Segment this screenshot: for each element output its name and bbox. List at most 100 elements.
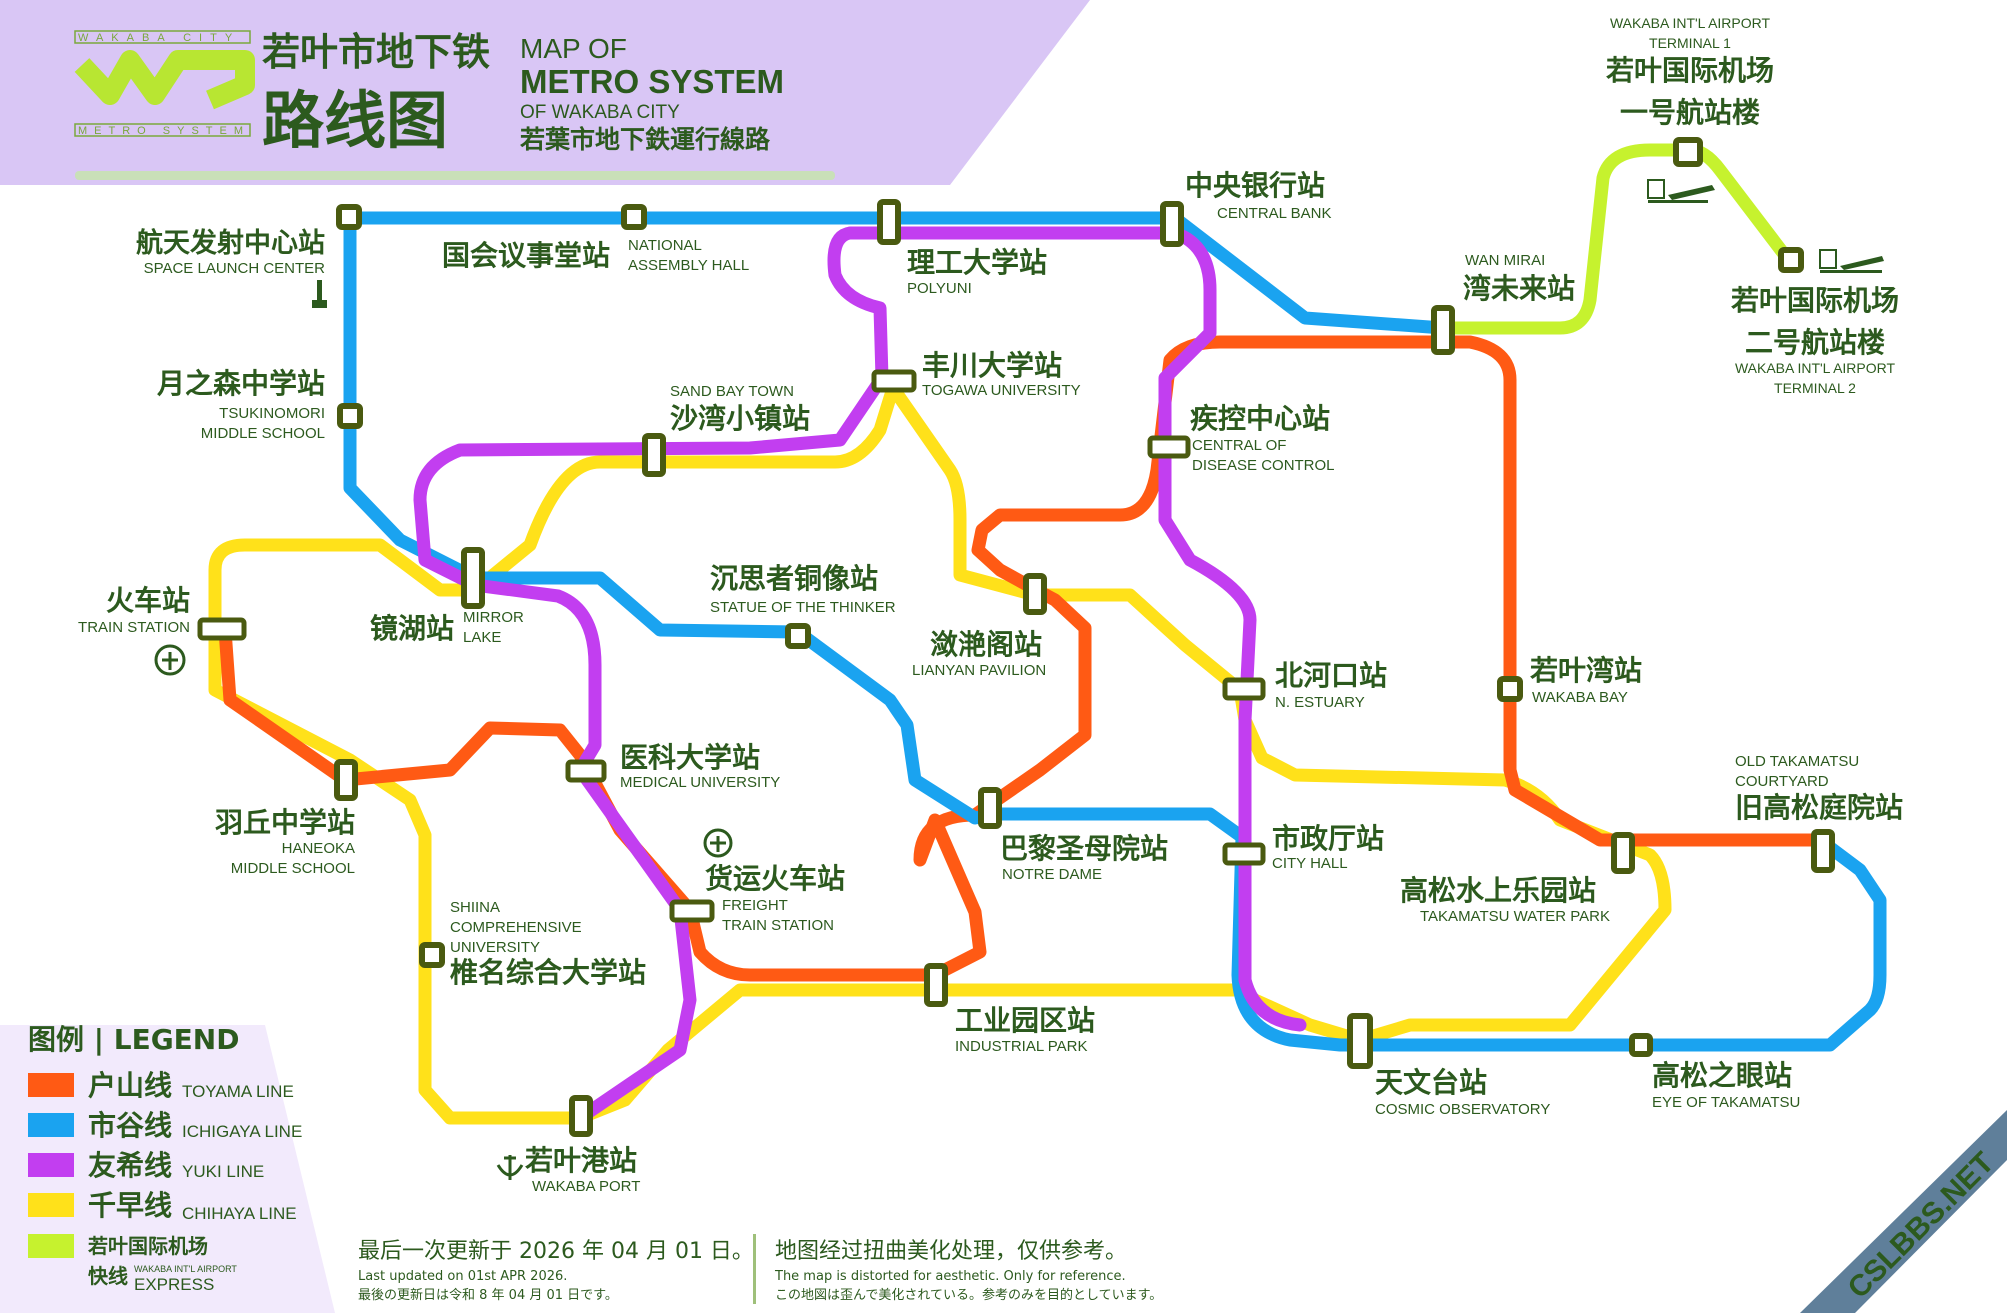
label-cityhall-en: CITY HALL — [1272, 855, 1348, 872]
stn-courtyard-marker[interactable] — [1811, 829, 1835, 873]
label-eye-zh: 高松之眼站 — [1652, 1059, 1792, 1092]
label-train-zh: 火车站 — [106, 584, 190, 617]
label-airport1-zh2: 一号航站楼 — [1620, 96, 1760, 129]
stn-airport1-marker[interactable] — [1673, 137, 1703, 167]
label-airport2-en2: TERMINAL 2 — [1774, 380, 1856, 396]
legend-label-chihaya-zh: 千早线 — [88, 1189, 172, 1222]
stn-waterpark-marker[interactable] — [1611, 832, 1635, 874]
label-freight-en1: FREIGHT — [722, 897, 788, 914]
label-airport1-en1: WAKABA INT'L AIRPORT — [1610, 15, 1771, 31]
footer-updated-zh: 最后一次更新于 2026 年 04 月 01 日。 — [358, 1239, 754, 1264]
label-waterpark-zh: 高松水上乐园站 — [1400, 874, 1596, 907]
label-train-en: TRAIN STATION — [78, 619, 190, 636]
label-space-zh: 航天发射中心站 — [136, 227, 325, 259]
stn-observatory-marker[interactable] — [1347, 1013, 1373, 1069]
title-zh-line2: 路线图 — [262, 84, 448, 157]
stn-medical-marker[interactable] — [565, 759, 607, 783]
legend-title: 图例 | LEGEND — [28, 1023, 239, 1056]
route-airport-express — [1436, 143, 1797, 335]
stn-togawa-marker[interactable] — [871, 369, 917, 393]
footer-divider — [753, 1234, 756, 1304]
stn-tsukinomori-marker[interactable] — [337, 403, 363, 429]
legend-label-ichigaya-en: ICHIGAYA LINE — [182, 1122, 302, 1141]
footer-updated-ja: 最後の更新日は令和 8 年 04 月 01 日です。 — [358, 1287, 618, 1303]
label-assembly-en1: NATIONAL — [628, 237, 702, 254]
label-tsukinomori-en1: TSUKINOMORI — [219, 405, 325, 422]
logo-bottom-text: METRO SYSTEM — [78, 125, 250, 137]
label-haneoka-zh: 羽丘中学站 — [215, 806, 355, 839]
stn-sandbay-marker[interactable] — [642, 433, 666, 477]
stn-nestuary-marker[interactable] — [1222, 677, 1266, 701]
anchor-icon — [496, 1155, 524, 1180]
stn-industrial-marker[interactable] — [924, 963, 948, 1007]
label-nestuary-en: N. ESTUARY — [1275, 694, 1365, 711]
label-cityhall-zh: 市政厅站 — [1272, 822, 1384, 855]
label-port-zh: 若叶港站 — [525, 1144, 637, 1177]
stn-train-marker[interactable] — [197, 617, 247, 641]
label-airport1-zh1: 若叶国际机场 — [1606, 54, 1774, 87]
label-freight-zh: 货运火车站 — [705, 862, 845, 895]
stn-thinker-marker[interactable] — [785, 623, 811, 649]
route-yuki — [413, 226, 1307, 1125]
label-wanmirai-zh: 湾未来站 — [1463, 272, 1575, 305]
label-bank-zh: 中央银行站 — [1185, 169, 1325, 202]
label-airport2-zh2: 二号航站楼 — [1745, 326, 1885, 359]
label-haneoka-en1: HANEOKA — [282, 840, 355, 857]
label-wanmirai-en: WAN MIRAI — [1465, 252, 1545, 269]
stn-cdc-marker[interactable] — [1147, 435, 1191, 459]
label-wakababay-en: WAKABA BAY — [1532, 689, 1628, 706]
freight-train-icon — [703, 828, 733, 858]
stn-haneoka-marker[interactable] — [334, 759, 358, 801]
stn-eye-marker[interactable] — [1629, 1033, 1653, 1057]
label-cdc-en2: DISEASE CONTROL — [1192, 457, 1335, 474]
legend-swatch-ichigaya — [28, 1113, 74, 1137]
legend-swatch-toyama — [28, 1073, 74, 1097]
label-space-en: SPACE LAUNCH CENTER — [144, 260, 326, 277]
label-medical-zh: 医科大学站 — [620, 741, 760, 774]
label-lianyan-en: LIANYAN PAVILION — [912, 662, 1046, 679]
label-airport2-en1: WAKABA INT'L AIRPORT — [1735, 360, 1896, 376]
station-labels: 航天发射中心站 SPACE LAUNCH CENTER 国会议事堂站 NATIO… — [78, 15, 1903, 1195]
label-eye-en: EYE OF TAKAMATSU — [1652, 1094, 1800, 1111]
legend-label-yuki-zh: 友希线 — [88, 1149, 172, 1182]
city-logo: WAKABA CITY METRO SYSTEM — [74, 30, 255, 137]
label-medical-en: MEDICAL UNIVERSITY — [620, 774, 780, 791]
label-sandbay-zh: 沙湾小镇站 — [670, 402, 810, 435]
stn-port-marker[interactable] — [569, 1095, 593, 1137]
label-cdc-en1: CENTRAL OF — [1192, 437, 1286, 454]
label-thinker-zh: 沉思者铜像站 — [710, 562, 878, 595]
legend-swatch-airport — [28, 1234, 74, 1258]
stn-mirror-marker[interactable] — [461, 547, 485, 609]
legend-label-toyama-zh: 户山线 — [88, 1069, 172, 1102]
label-tsukinomori-zh: 月之森中学站 — [156, 367, 325, 400]
stn-freight-marker[interactable] — [669, 899, 715, 923]
legend-swatch-yuki — [28, 1153, 74, 1177]
label-mirror-en1: MIRROR — [463, 609, 524, 626]
stn-wanmirai-marker[interactable] — [1431, 305, 1455, 355]
label-port-en: WAKABA PORT — [532, 1178, 640, 1195]
label-industrial-zh: 工业园区站 — [955, 1004, 1095, 1037]
title-zh-line1: 若叶市地下铁 — [262, 30, 490, 74]
airplane-icon-terminal1 — [1647, 179, 1715, 203]
stn-space-marker[interactable] — [336, 204, 362, 230]
stn-lianyan-marker[interactable] — [1023, 573, 1047, 615]
label-shiina-zh: 椎名综合大学站 — [450, 956, 646, 989]
stn-cityhall-marker[interactable] — [1222, 842, 1266, 866]
title-en-line3: OF WAKABA CITY — [520, 102, 680, 123]
footer-disclaimer-en: The map is distorted for aesthetic. Only… — [774, 1269, 1126, 1284]
stn-assembly-marker[interactable] — [621, 204, 647, 230]
route-toyama — [218, 335, 1827, 982]
label-bank-en: CENTRAL BANK — [1217, 205, 1331, 222]
footer-notes: 最后一次更新于 2026 年 04 月 01 日。 Last updated o… — [358, 1234, 1162, 1304]
legend-label-airport-zh2: 快线 — [88, 1264, 128, 1288]
header-band — [0, 0, 1090, 185]
label-shiina-en1: SHIINA — [450, 899, 500, 916]
title-en-line1: MAP OF — [520, 33, 627, 64]
stn-shiina-marker[interactable] — [419, 942, 445, 968]
stn-bank-marker[interactable] — [1160, 201, 1184, 247]
stn-polyuni-marker[interactable] — [877, 199, 901, 245]
header-underline — [75, 171, 835, 180]
stn-airport2-marker[interactable] — [1778, 247, 1804, 273]
stn-wakababay-marker[interactable] — [1497, 676, 1523, 702]
stn-notredame-marker[interactable] — [978, 787, 1002, 829]
